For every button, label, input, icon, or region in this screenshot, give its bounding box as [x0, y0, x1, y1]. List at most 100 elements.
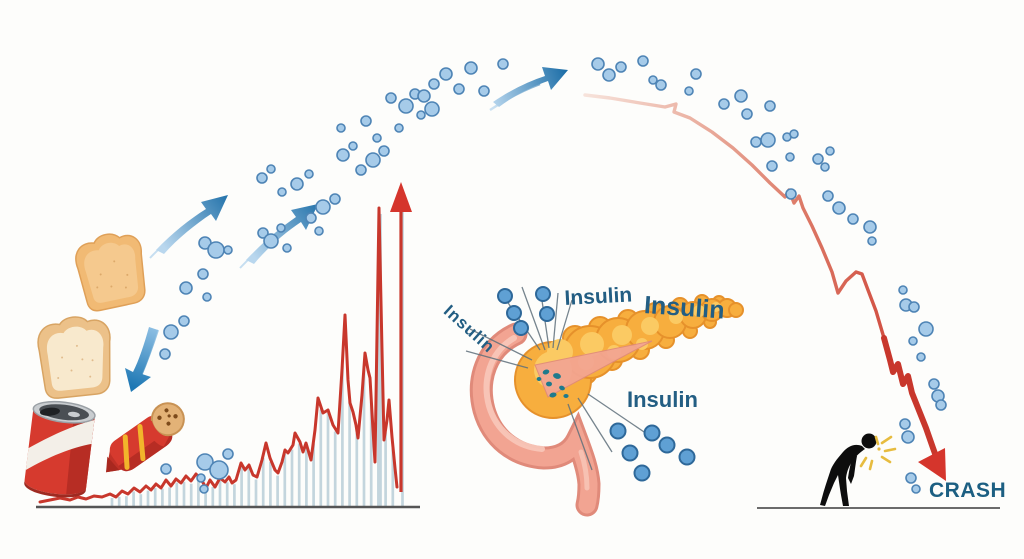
insulin-label-right: Insulin [643, 291, 726, 325]
glucose-dot-icon [424, 101, 440, 117]
glucose-dot-icon [385, 92, 397, 104]
glucose-dot-icon [398, 98, 414, 114]
crash-label: CRASH [929, 479, 1007, 502]
pancreatic-duct [534, 340, 653, 398]
glucose-dot-icon [464, 61, 478, 75]
duodenum-icon [469, 322, 601, 517]
toast-slice-icon [37, 316, 111, 399]
glucose-dot-icon [764, 100, 776, 112]
glucose-dot-icon [905, 472, 917, 484]
top-arrow-icon [489, 67, 568, 111]
glucose-dot-icon [789, 129, 799, 139]
glucose-dot-icon [314, 226, 324, 236]
glucose-dot-icon [898, 285, 908, 295]
stress-marks-icon [859, 435, 897, 471]
glucose-dot-icon [785, 152, 795, 162]
glucose-dot-icon [741, 108, 753, 120]
glucose-dot-icon [822, 190, 834, 202]
glucose-dot-icon [282, 243, 292, 253]
spike-arrow-up-icon [390, 182, 412, 492]
glucose-dot-icon [615, 61, 627, 73]
glucose-dot-icon [266, 164, 276, 174]
crash-arrow-icon [918, 448, 946, 481]
glucose-dot-icon [378, 145, 390, 157]
glucose-dot-icon [394, 123, 404, 133]
glucose-dot-icon [160, 463, 172, 475]
glucose-dot-icon [336, 148, 350, 162]
falling-curve-thick [881, 335, 941, 465]
insulin-dot-icon [497, 288, 513, 304]
soda-can-icon [24, 400, 96, 498]
glucose-dot-icon [360, 115, 372, 127]
glucose-dot-icon [277, 187, 287, 197]
glucose-dot-icon [256, 172, 268, 184]
glucose-dot-icon [439, 67, 453, 81]
glucose-dot-icon [223, 245, 233, 255]
insulin-label-bottom: Insulin [627, 387, 698, 412]
blood-sugar-fall-curve [583, 93, 946, 481]
glucose-dot-icon [315, 199, 331, 215]
glucose-dot-icon [416, 110, 426, 120]
glucose-dot-icon [785, 188, 797, 200]
glucose-dot-icon [276, 223, 286, 233]
glucose-dot-icon [497, 58, 509, 70]
glucose-dot-icon [908, 336, 918, 346]
glucose-dot-icon [372, 133, 382, 143]
insulin-dot-icon [621, 444, 639, 462]
insulin-label-top: Insulin [563, 283, 633, 310]
islet-cells [536, 369, 569, 398]
glucose-spike-line [38, 206, 399, 504]
glucose-dot-icon [159, 348, 171, 360]
glucose-dot-icon [690, 68, 702, 80]
insulin-dot-icon [609, 422, 627, 440]
glucose-dot-icon [899, 418, 911, 430]
glucose-dot-icon [304, 169, 314, 179]
glucose-dot-icon [478, 85, 490, 97]
glucose-dot-icon [655, 79, 667, 91]
falling-arrow-icon [125, 327, 159, 392]
glucose-dot-icon [178, 315, 190, 327]
glucose-dot-icon [935, 399, 947, 411]
glucose-dot-icon [196, 473, 206, 483]
glucose-dot-icon [179, 281, 193, 295]
glucose-dot-icon [916, 352, 926, 362]
spike-arrow-head [390, 182, 412, 212]
glucose-dot-icon [750, 136, 762, 148]
glucose-dot-icon [222, 448, 234, 460]
glucose-dot-icon [163, 324, 179, 340]
glucose-dot-icon [355, 164, 367, 176]
glucose-dot-icon [760, 132, 776, 148]
blood-sugar-spike-chart [36, 182, 420, 509]
glucose-dot-icon [908, 301, 920, 313]
glucose-dot-icon [825, 146, 835, 156]
glucose-dot-icon [365, 152, 381, 168]
glucose-dot-icon [812, 153, 824, 165]
glucose-dot-icon [734, 89, 748, 103]
glucose-dot-icon [417, 89, 431, 103]
glucose-dot-icon [863, 220, 877, 234]
pancreas-illustration [465, 286, 744, 517]
insulin-dot-icon [678, 448, 696, 466]
glucose-dot-icon [602, 68, 616, 82]
glucose-dot-icon [901, 430, 915, 444]
glucose-dot-icon [209, 460, 229, 480]
fatigued-person-icon [820, 433, 877, 506]
glucose-dot-icon [290, 177, 304, 191]
insulin-dot-icon [513, 320, 529, 336]
glucose-dot-icon [928, 378, 940, 390]
glucose-dot-icon [207, 241, 225, 259]
insulin-dot-icon [633, 464, 651, 482]
glucose-dot-icon [428, 78, 440, 90]
candy-bar-icon [106, 402, 185, 473]
glucose-dot-icon [202, 292, 212, 302]
glucose-dot-icon [263, 233, 279, 249]
glucose-dot-icon [591, 57, 605, 71]
glucose-dot-icon [197, 268, 209, 280]
glucose-dot-icon [847, 213, 859, 225]
insulin-dot-icon [643, 424, 661, 442]
glucose-dot-icon [336, 123, 346, 133]
glucose-dot-icon [820, 162, 830, 172]
glucose-dot-icon [348, 141, 358, 151]
insulin-release-dots [497, 286, 696, 482]
